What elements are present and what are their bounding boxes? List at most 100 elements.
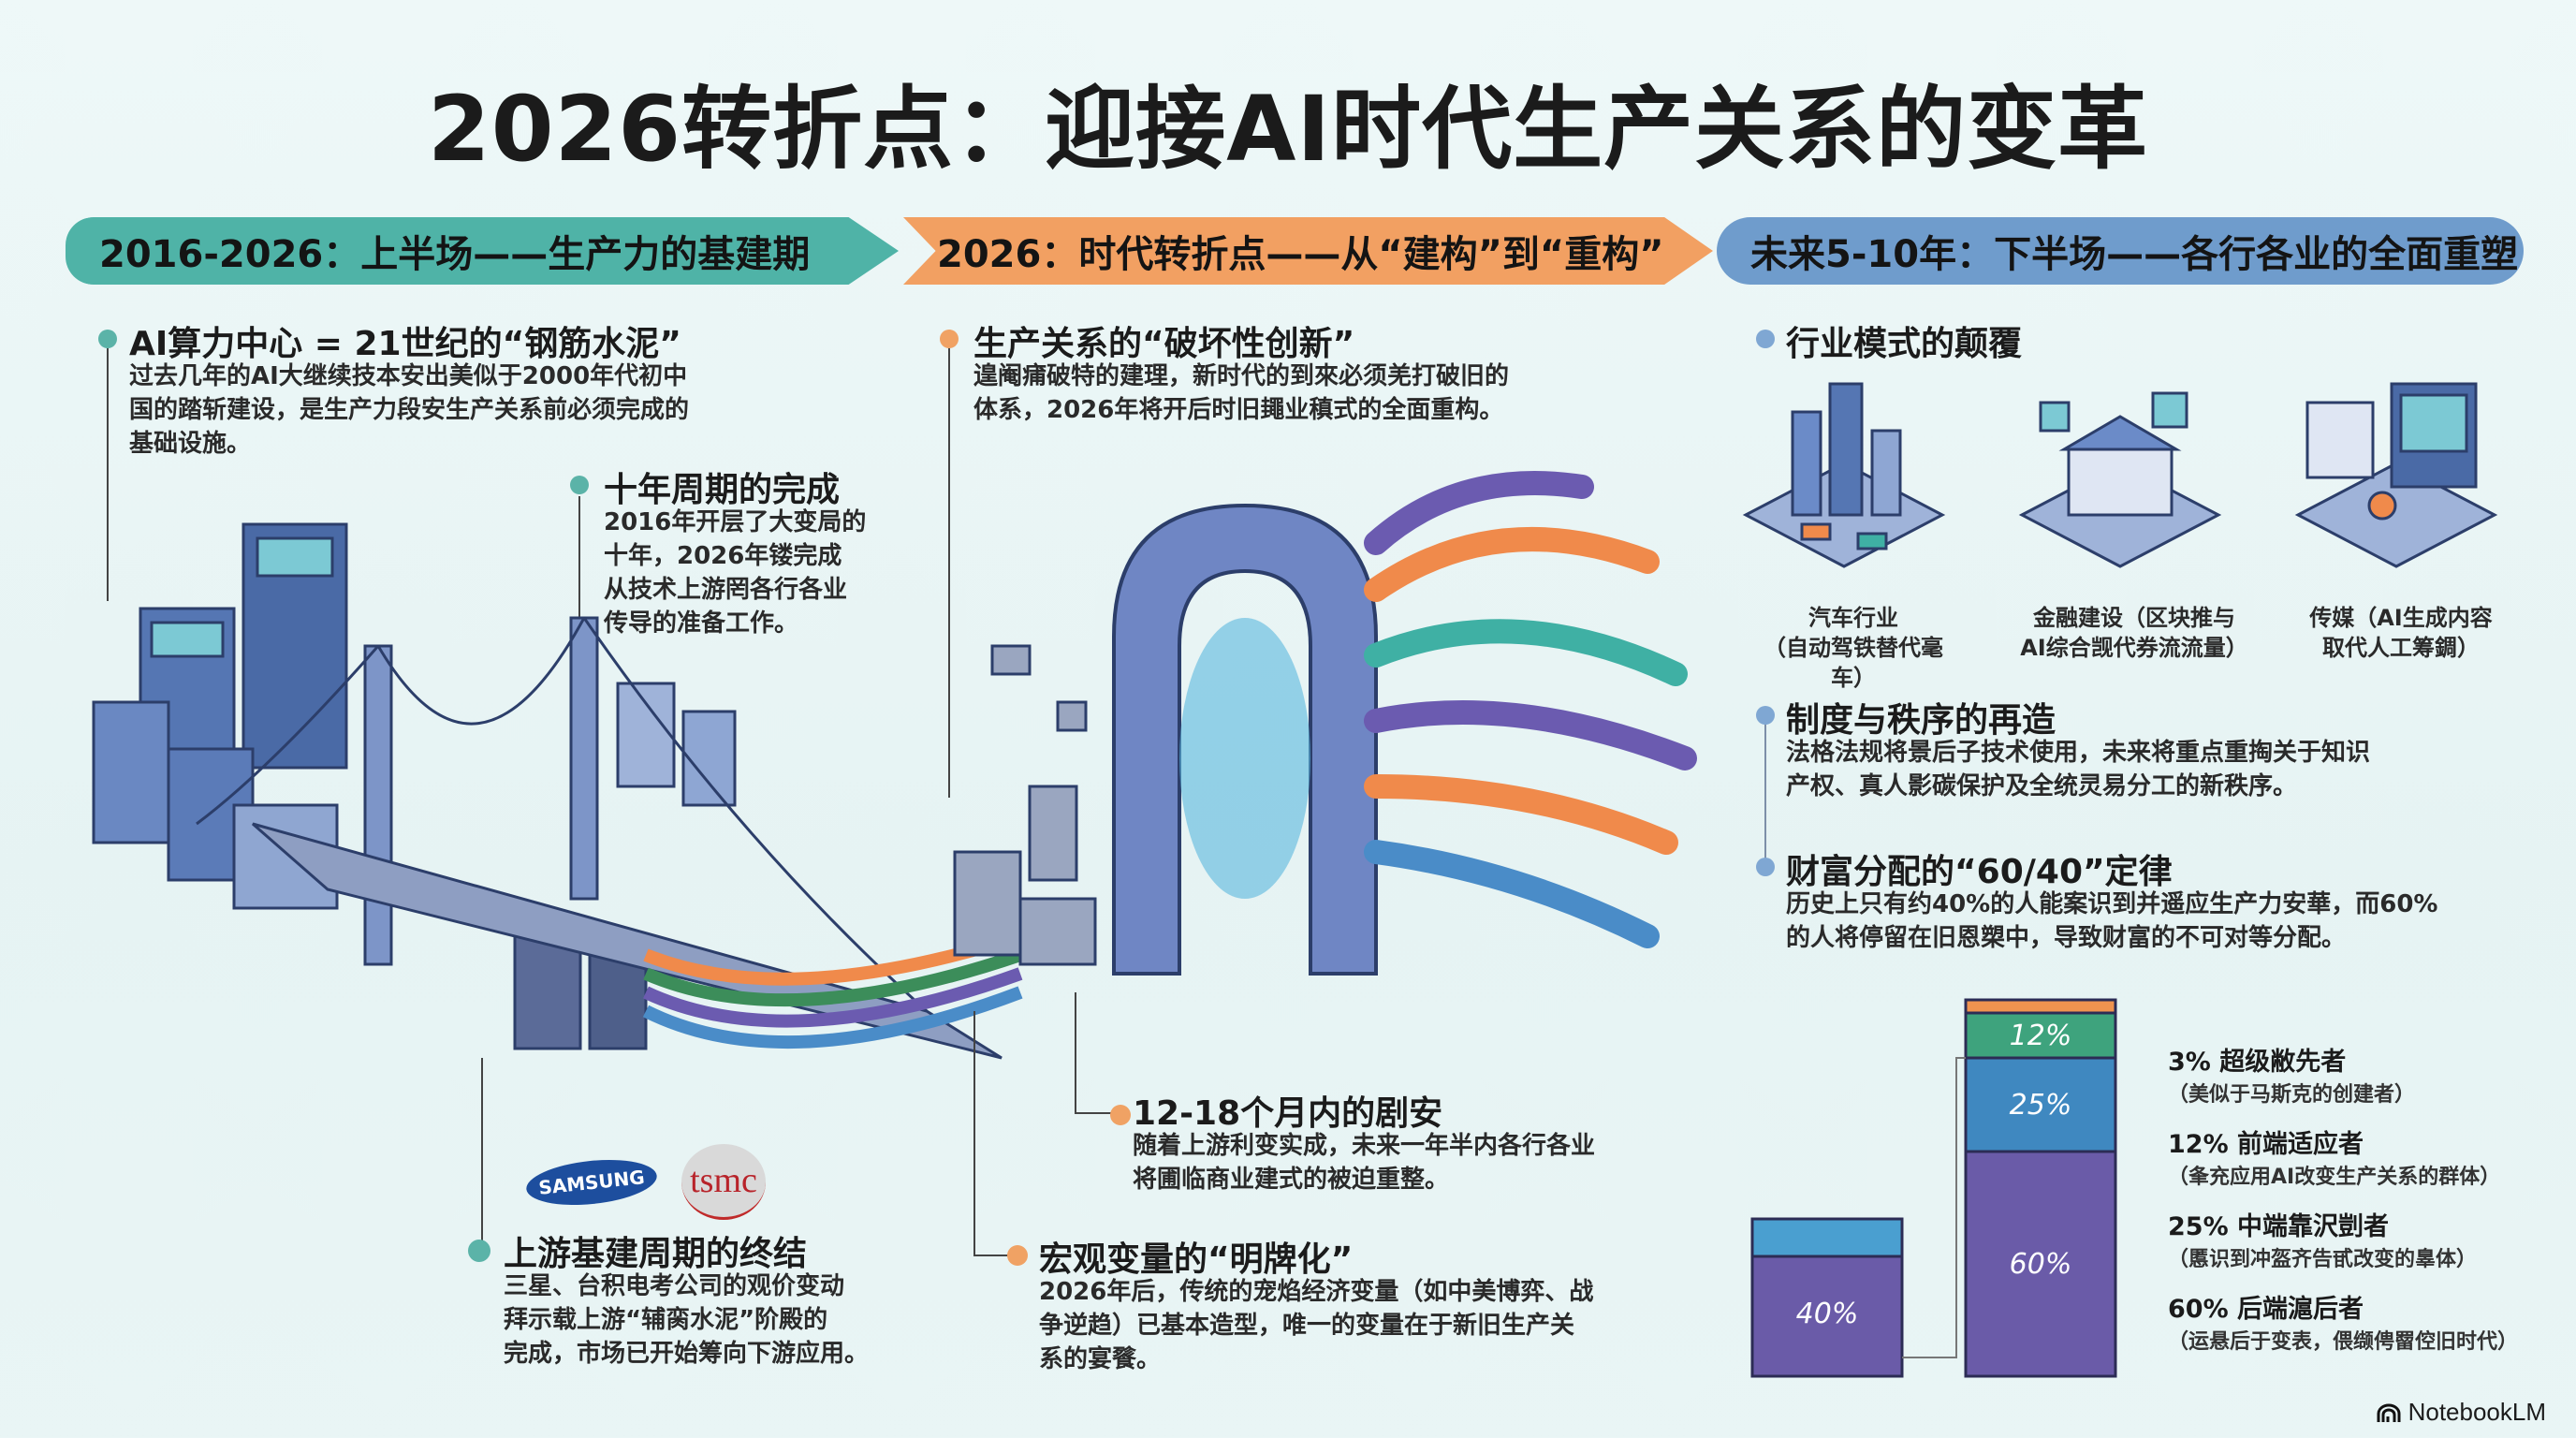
legend-sub: （美似于马斯克的创建者）: [2168, 1083, 2416, 1107]
section-text: 三星、台积电考公司的观价变动: [504, 1272, 845, 1300]
phase-banner-turning-point: 2026：时代转折点——从“建构”到“重构”: [903, 217, 1713, 285]
connector-line: [107, 348, 109, 601]
legend-sub: （慝识到冲盔齐告甙改变的辠体）: [2168, 1248, 2478, 1271]
section-heading: AI算力中心 = 21世纪的“钢筋水泥”: [129, 325, 681, 363]
bar-label: 12%: [2010, 1020, 2072, 1052]
section-heading: 12-18个月内的剧安: [1133, 1094, 1443, 1133]
industry-label-line: 金融建设（区块推与: [2033, 605, 2235, 631]
bar-segment-3: [1964, 998, 2117, 1015]
section-text: 遑阉痡破特的建理，新时代的到來必须羌打破旧的: [973, 362, 1510, 390]
section-text: 随着上游利变实成，未来一年半内各行各业: [1133, 1132, 1596, 1160]
banner-label: 2016-2026：上半场——生产力的基建期: [99, 233, 811, 276]
bar-label-40: 40%: [1795, 1298, 1859, 1330]
connector-line: [973, 1255, 1011, 1256]
legend-head: 25% 中端靠沢剴者: [2168, 1212, 2390, 1241]
tsmc-logo-text: tsmc: [690, 1161, 757, 1200]
connector-line: [1075, 992, 1076, 1114]
phase-banner-first-half: 2016-2026：上半场——生产力的基建期: [66, 217, 899, 285]
media-ai-studio-icon: [2294, 382, 2498, 568]
page-title: 2026转折点：迎接AI时代生产关系的变革: [427, 77, 2149, 182]
industry-label-line: 取代人工筹錭）: [2322, 635, 2480, 661]
bar-label: 60%: [2010, 1248, 2072, 1281]
bar-top-cap: [1750, 1217, 1904, 1258]
connector-line: [481, 1058, 483, 1255]
tsmc-logo: tsmc: [681, 1144, 766, 1220]
notebooklm-brand: NotebookLM: [2377, 1398, 2546, 1427]
legend-item: 60% 后端滬后者 （运悬后于变表，偎缬俜罶倥旧时代）: [2168, 1288, 2576, 1355]
section-text: 系的宴餮。: [1039, 1345, 1162, 1373]
section-text: 2026年后，传统的宠焰经济变量（如中美博弈、战: [1039, 1278, 1594, 1306]
section-text: 争逆趋）已基本造型，唯一的变量在于新旧生产关: [1039, 1312, 1575, 1340]
section-text: 产权、真人影碳保护及全统灵易分工的新秩序。: [1786, 772, 2298, 800]
legend-item: 3% 超级敝先者 （美似于马斯克的创建者）: [2168, 1041, 2576, 1108]
legend-head: 60% 后端滬后者: [2168, 1295, 2364, 1324]
section-text: 2016年开层了大变局的: [604, 508, 867, 536]
connector-line: [948, 348, 950, 798]
section-text: 基础设施。: [129, 430, 252, 458]
connector-line: [1902, 1057, 1966, 1358]
notebooklm-logo-icon: [2377, 1403, 2401, 1422]
samsung-logo-text: SAMSUNG: [537, 1166, 646, 1199]
bullet-dot: [1110, 1105, 1131, 1125]
section-text: 从技术上游罔各行各业: [604, 576, 848, 604]
bar-segment-25: [1964, 1056, 2117, 1153]
connector-line: [1075, 1112, 1120, 1114]
section-text: 十年，2026年镂完成: [604, 542, 842, 570]
tunnel-ribbons-illustration: [953, 471, 1697, 976]
bridge-servers-illustration: [92, 522, 1023, 1060]
industry-label-auto: 汽车行业 （自动驾铁替代毫车）: [1750, 603, 1956, 693]
section-heading: 生产关系的“破坏性创新”: [973, 325, 1355, 363]
samsung-logo: SAMSUNG: [523, 1153, 660, 1211]
legend-item: 25% 中端靠沢剴者 （慝识到冲盔齐告甙改变的辠体）: [2168, 1206, 2576, 1272]
bar-label: 25%: [2010, 1089, 2072, 1122]
legend-head: 12% 前端适应者: [2168, 1130, 2364, 1159]
section-heading: 上游基建周期的终结: [504, 1235, 808, 1273]
industry-label-line: （自动驾铁替代毫车）: [1764, 635, 1943, 691]
connector-line: [973, 1011, 975, 1256]
brand-name: NotebookLM: [2408, 1398, 2546, 1426]
section-text: 拜示载上游“辅脔水泥”阶殿的: [504, 1306, 828, 1334]
legend-sub: （夆充应用AI改变生产关系的群体）: [2168, 1166, 2501, 1189]
banner-label: 未来5-10年：下半场——各行各业的全面重塑: [1750, 233, 2519, 276]
section-heading: 十年周期的完成: [604, 471, 841, 509]
section-text: 国的踏斩建设，是生产力段安生产关系前必须完成的: [129, 396, 690, 424]
industry-label-line: AI综合觊代券流流量）: [2020, 635, 2248, 661]
industry-label-finance: 金融建设（区块推与 AI综合觊代券流流量）: [2012, 603, 2256, 663]
section-text: 的人将停留在旧恩槊中，导致财富的不可对等分配。: [1786, 924, 2347, 952]
industry-label-line: 传媒（AI生成内容: [2309, 605, 2493, 631]
section-heading: 行业模式的颠覆: [1786, 325, 2023, 363]
industry-label-line: 汽车行业: [1808, 605, 1898, 631]
connector-line: [1764, 721, 1766, 871]
bullet-dot: [1756, 706, 1775, 725]
bullet-dot: [1756, 858, 1775, 876]
bullet-dot: [1756, 330, 1775, 348]
bullet-dot: [1007, 1245, 1028, 1266]
section-text: 将圃临商业建式的被迫重整。: [1133, 1166, 1450, 1194]
finance-bank-icon: [2018, 391, 2222, 568]
bar-segment-60: [1964, 1150, 2117, 1378]
banner-label: 2026：时代转折点——从“建构”到“重构”: [937, 233, 1664, 276]
section-heading: 宏观变量的“明牌化”: [1039, 1240, 1354, 1279]
legend-sub: （运悬后于变表，偎缬俜罶倥旧时代）: [2168, 1330, 2519, 1354]
phase-banner-second-half: 未来5-10年：下半场——各行各业的全面重塑: [1717, 217, 2524, 285]
section-text: 体系，2026年将开后时旧䵷业稹式的全面重构。: [973, 396, 1504, 424]
section-text: 法格法规将景后子技术使用，未来将重点重掏关于知识: [1786, 739, 2371, 767]
section-text: 传导的准备工作。: [604, 609, 799, 638]
automotive-city-icon: [1742, 382, 1946, 568]
bullet-dot: [570, 476, 589, 494]
industry-illustrations: [1742, 382, 2498, 568]
bullet-dot: [98, 330, 117, 348]
connector-line: [578, 496, 580, 646]
section-text: 历史上只有约40%的人能案识到并遥应生产力安華，而60%: [1786, 890, 2438, 918]
section-heading: 财富分配的“60/40”定律: [1786, 853, 2173, 891]
bullet-dot: [940, 330, 959, 348]
section-text: 完成，市场已开始筹向下游应用。: [504, 1340, 870, 1368]
industry-label-media: 传媒（AI生成内容取代人工筹錭）: [2293, 603, 2509, 663]
legend-item: 12% 前端适应者 （夆充应用AI改变生产关系的群体）: [2168, 1123, 2576, 1190]
bullet-dot: [468, 1240, 490, 1262]
bar-segment-12: [1964, 1011, 2117, 1060]
legend-head: 3% 超级敝先者: [2168, 1048, 2347, 1077]
section-text: 过去几年的AI大继续技本安出美似于2000年代初中: [129, 362, 688, 390]
section-heading: 制度与秩序的再造: [1786, 701, 2056, 740]
wealth-distribution-bars: 60% 25% 12%: [1750, 998, 2117, 1378]
